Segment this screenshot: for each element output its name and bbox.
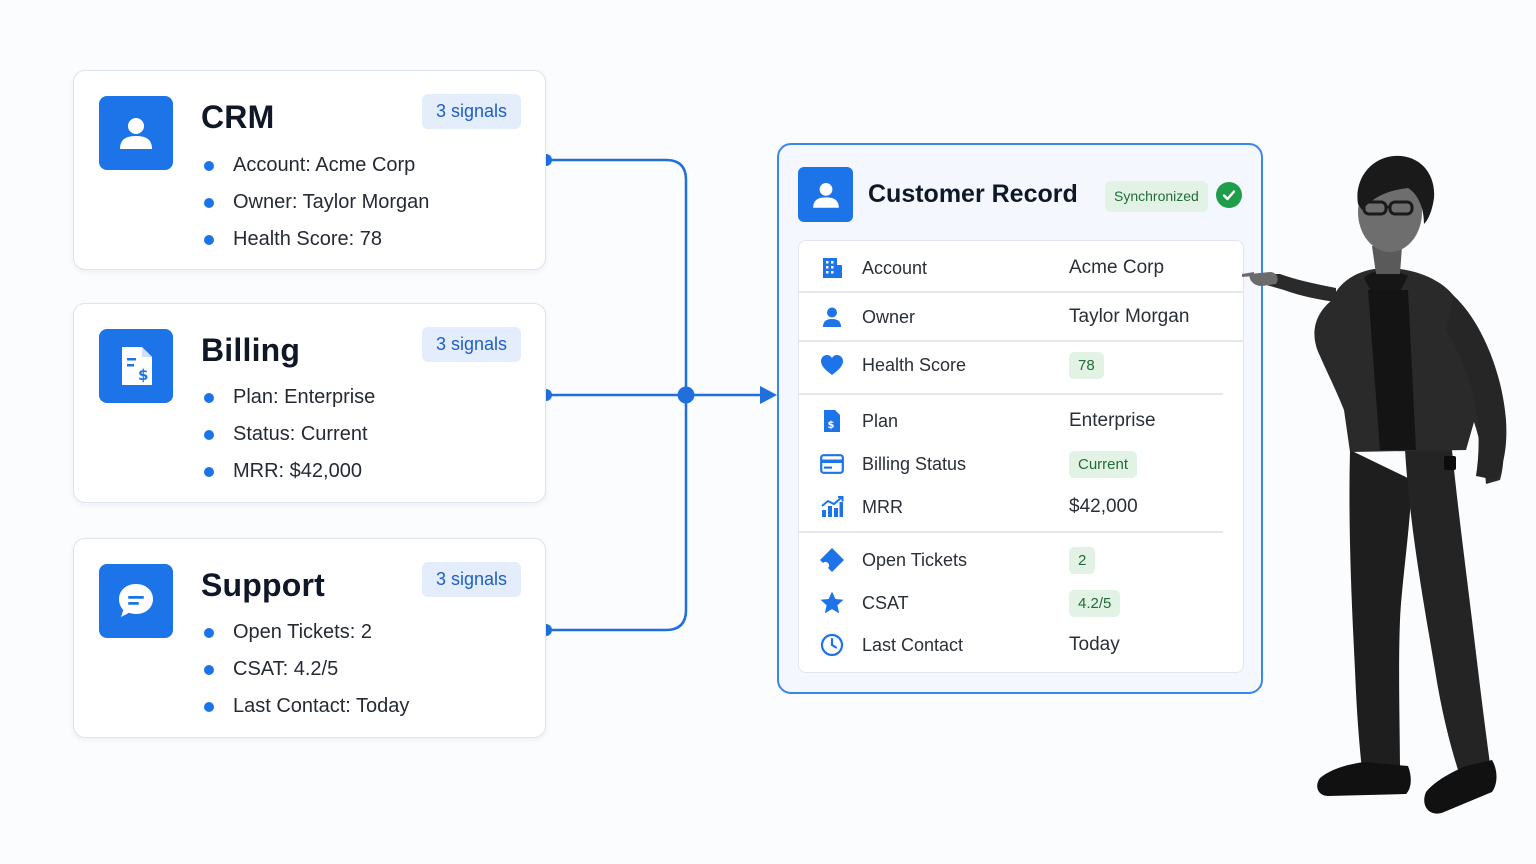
record-row-plan: $ Plan Enterprise xyxy=(799,408,1243,434)
record-title: Customer Record xyxy=(868,180,1078,208)
signals-badge: 3 signals xyxy=(421,562,521,597)
billing-card: $ Billing 3 signals Plan: Enterprise Sta… xyxy=(73,303,546,503)
signals-badge: 3 signals xyxy=(421,327,521,362)
list-item: Open Tickets: 2 xyxy=(204,614,409,651)
status-badge: Synchronized xyxy=(1105,181,1208,212)
row-divider xyxy=(799,291,1243,293)
field-value: Acme Corp xyxy=(1069,257,1165,278)
bullet-dot xyxy=(204,197,214,208)
bullet-dot xyxy=(204,701,214,712)
field-value: $42,000 xyxy=(1069,496,1138,517)
support-card: Support 3 signals Open Tickets: 2 CSAT: … xyxy=(73,538,546,738)
list-item: MRR: $42,000 xyxy=(204,453,375,490)
source-items: Open Tickets: 2 CSAT: 4.2/5 Last Contact… xyxy=(204,614,409,725)
svg-text:$: $ xyxy=(138,366,148,384)
field-value-pill: 2 xyxy=(1069,546,1096,574)
list-item: CSAT: 4.2/5 xyxy=(204,651,409,688)
list-item: Plan: Enterprise xyxy=(204,379,375,416)
chat-bubble-icon xyxy=(99,564,173,638)
list-item: Account: Acme Corp xyxy=(204,147,429,184)
field-value: Enterprise xyxy=(1069,410,1156,431)
record-row-csat: CSAT 4.2/5 xyxy=(799,589,1243,617)
crm-card: CRM 3 signals Account: Acme Corp Owner: … xyxy=(73,70,546,270)
record-fields: Account Acme Corp Owner Taylor Morgan He… xyxy=(798,240,1244,673)
list-item: Owner: Taylor Morgan xyxy=(204,184,429,221)
record-row-mrr: MRR $42,000 xyxy=(799,494,1243,520)
user-icon xyxy=(819,304,845,330)
record-row-account: Account Acme Corp xyxy=(799,255,1243,281)
field-label: Open Tickets xyxy=(862,549,968,570)
row-divider xyxy=(799,531,1223,533)
merge-node xyxy=(677,386,695,404)
source-title: Support xyxy=(201,567,326,603)
building-icon xyxy=(819,255,845,281)
field-label: Last Contact xyxy=(862,634,964,655)
source-title: Billing xyxy=(201,332,301,368)
field-value-pill: 78 xyxy=(1069,351,1104,379)
signals-badge: 3 signals xyxy=(421,94,521,129)
user-icon xyxy=(798,167,853,222)
field-label: CSAT xyxy=(862,592,909,613)
list-item: Status: Current xyxy=(204,416,375,453)
record-row-health-score: Health Score 78 xyxy=(799,351,1243,379)
field-value: Taylor Morgan xyxy=(1069,306,1190,327)
arrowhead xyxy=(760,386,777,404)
customer-record-panel: Customer Record Synchronized Account Acm… xyxy=(777,143,1263,694)
svg-text:$: $ xyxy=(828,420,835,431)
field-label: Plan xyxy=(862,410,899,431)
bullet-dot xyxy=(204,429,214,440)
field-label: Account xyxy=(862,257,928,278)
row-divider xyxy=(799,393,1223,395)
row-divider xyxy=(799,340,1243,342)
field-value-pill: 4.2/5 xyxy=(1069,589,1121,617)
field-label: Billing Status xyxy=(862,453,967,474)
source-items: Plan: Enterprise Status: Current MRR: $4… xyxy=(204,379,375,490)
list-item: Last Contact: Today xyxy=(204,688,409,725)
source-items: Account: Acme Corp Owner: Taylor Morgan … xyxy=(204,147,429,258)
bullet-dot xyxy=(204,627,214,638)
record-row-billing-status: Billing Status Current xyxy=(799,450,1243,478)
ticket-icon xyxy=(819,547,845,573)
invoice-dollar-icon: $ xyxy=(819,408,845,434)
source-title: CRM xyxy=(201,99,275,135)
bullet-dot xyxy=(204,664,214,675)
check-circle-icon xyxy=(1216,182,1242,208)
field-label: MRR xyxy=(862,496,903,517)
bullet-dot xyxy=(204,466,214,477)
list-item: Health Score: 78 xyxy=(204,221,429,258)
record-row-last-contact: Last Contact Today xyxy=(799,632,1243,658)
bullet-dot xyxy=(204,392,214,403)
record-row-owner: Owner Taylor Morgan xyxy=(799,304,1243,330)
field-label: Owner xyxy=(862,306,916,327)
field-value-pill: Current xyxy=(1069,450,1138,478)
credit-card-icon xyxy=(819,451,845,477)
bullet-dot xyxy=(204,234,214,245)
presenter-illustration xyxy=(1242,155,1507,814)
field-label: Health Score xyxy=(862,354,967,375)
record-row-open-tickets: Open Tickets 2 xyxy=(799,546,1243,574)
bar-chart-icon xyxy=(819,494,845,520)
field-value: Today xyxy=(1069,634,1120,655)
user-icon xyxy=(99,96,173,170)
invoice-dollar-icon: $ xyxy=(99,329,173,403)
bullet-dot xyxy=(204,160,214,171)
clock-icon xyxy=(819,632,845,658)
star-icon xyxy=(819,590,845,616)
heart-icon xyxy=(819,352,845,378)
